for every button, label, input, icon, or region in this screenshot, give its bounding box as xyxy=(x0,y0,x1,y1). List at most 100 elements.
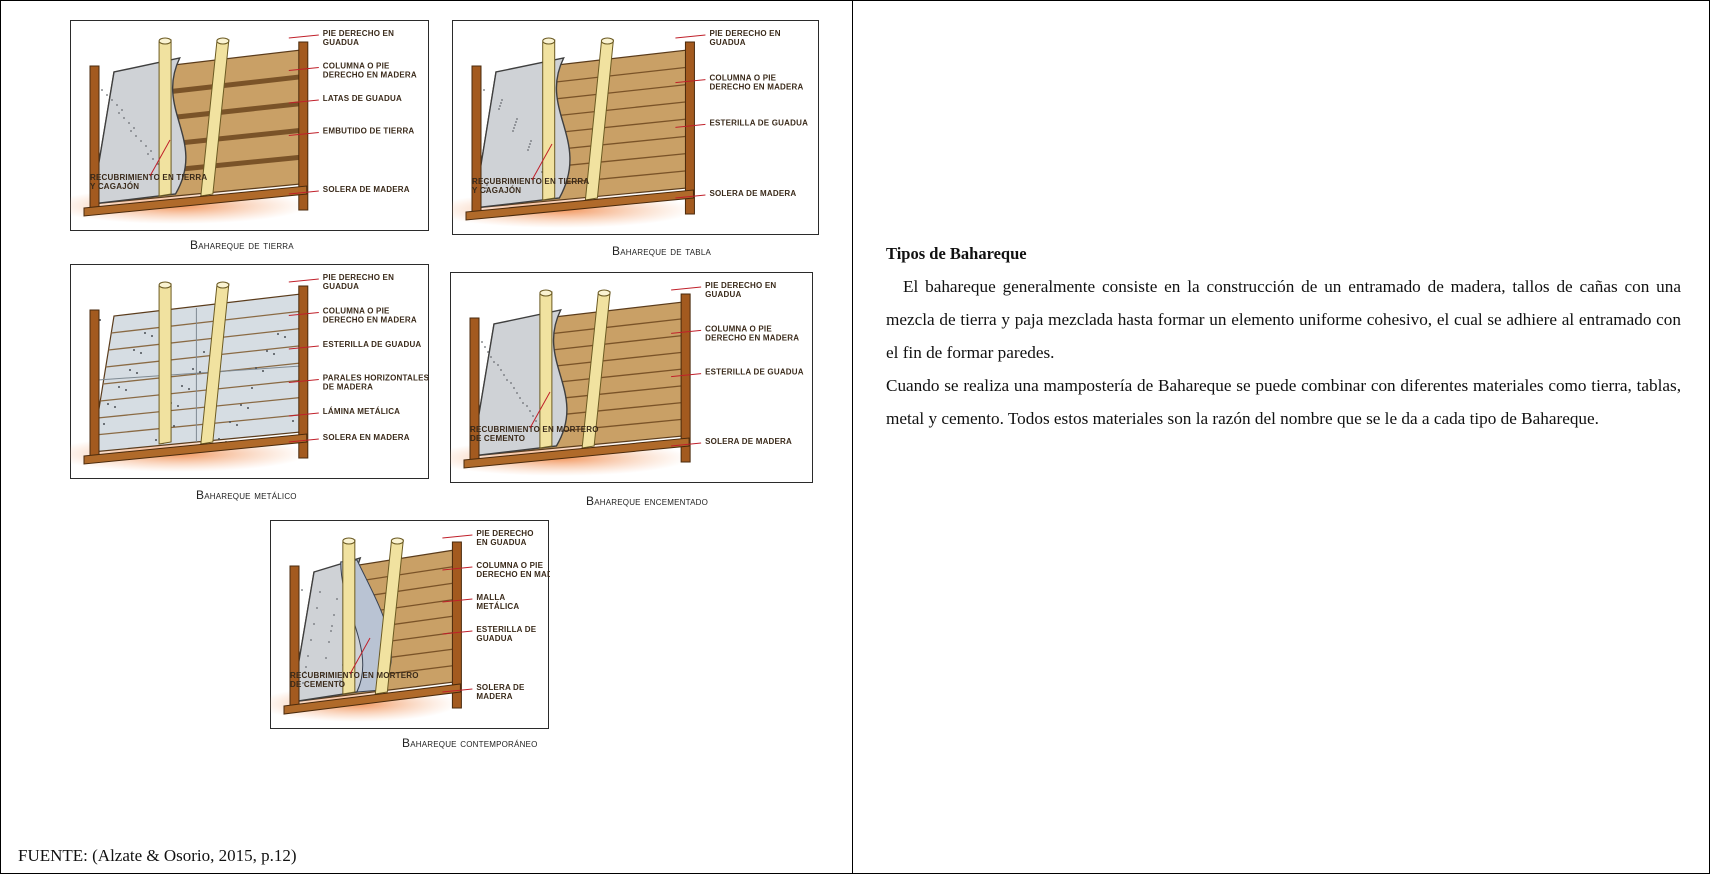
plaster-speck xyxy=(104,186,106,188)
leader-line xyxy=(529,391,551,429)
wall-slat xyxy=(97,396,301,419)
plaster-speck xyxy=(481,341,483,343)
leader-line xyxy=(288,34,319,39)
figure-caption: Bahareque contemporáneo xyxy=(402,736,538,750)
plaster-speck xyxy=(301,589,303,591)
plaster-speck xyxy=(516,118,518,120)
plaster-speck xyxy=(484,346,486,348)
rivet xyxy=(284,336,286,338)
plaster-speck xyxy=(135,135,137,137)
plaster-speck xyxy=(503,374,505,376)
plaster-speck xyxy=(336,598,338,600)
leader-line xyxy=(349,637,371,675)
plaster-speck xyxy=(152,158,154,160)
rivet xyxy=(173,425,175,427)
leader-line xyxy=(288,99,319,104)
plaster-speck xyxy=(121,109,123,111)
rivet xyxy=(199,371,201,373)
rivet xyxy=(129,369,131,371)
sill-beam xyxy=(463,437,690,469)
plaster-speck xyxy=(333,614,335,616)
bamboo-top xyxy=(216,281,230,289)
plaster-speck xyxy=(330,630,332,632)
plaster-speck xyxy=(522,402,524,404)
leader-line xyxy=(675,79,706,84)
plaster-speck xyxy=(130,130,132,132)
plaster-speck xyxy=(319,591,321,593)
plaster-speck xyxy=(157,163,159,165)
plaster-speck xyxy=(310,639,312,641)
wall-slat xyxy=(105,345,301,368)
callout-label: EMBUTIDO DE TIERRA xyxy=(323,127,415,136)
section-heading: Tipos de Bahareque xyxy=(886,244,1027,263)
plaster-speck xyxy=(513,387,515,389)
callout-label: LATAS DE GUADUA xyxy=(323,94,402,103)
leader-line xyxy=(288,379,319,383)
plaster-speck xyxy=(497,364,499,366)
bamboo-top xyxy=(390,537,404,545)
plaster-speck xyxy=(493,361,495,363)
plaster-speck xyxy=(133,127,135,129)
rivet xyxy=(188,388,190,390)
plaster-speck xyxy=(532,415,534,417)
sill-beam xyxy=(83,433,308,465)
plaster-speck xyxy=(118,112,120,114)
rivet xyxy=(133,349,135,351)
plaster-speck xyxy=(512,130,514,132)
plaster-speck xyxy=(339,680,341,682)
plaster-speck xyxy=(313,623,315,625)
plaster-speck xyxy=(516,392,518,394)
wood-post xyxy=(680,293,691,463)
leader-line xyxy=(288,345,319,350)
wall-slat xyxy=(100,379,301,402)
leader-line xyxy=(671,373,702,378)
rivet xyxy=(118,386,120,388)
bamboo-top xyxy=(539,289,553,297)
rivet xyxy=(251,387,253,389)
callout-label: ESTERILLA DE GUADUA xyxy=(709,118,808,127)
plaster-speck xyxy=(499,105,501,107)
plaster-speck xyxy=(514,124,516,126)
plaster-speck xyxy=(526,405,528,407)
bamboo-top xyxy=(542,37,556,45)
plaster-speck xyxy=(535,420,537,422)
leader-line xyxy=(288,278,319,283)
leader-line xyxy=(288,438,319,443)
rivet xyxy=(240,404,242,406)
leader-line xyxy=(675,123,706,128)
rivet xyxy=(218,438,220,440)
sill-beam xyxy=(283,683,461,715)
plaster-speck xyxy=(484,190,486,192)
leader-line xyxy=(671,286,702,291)
bamboo-pole xyxy=(158,283,172,445)
rivet xyxy=(114,406,116,408)
rivet xyxy=(177,405,179,407)
figure-caption: Bahareque encementado xyxy=(586,494,709,508)
plaster-speck xyxy=(325,657,327,659)
bamboo-pole xyxy=(542,39,556,201)
rivet xyxy=(247,407,249,409)
plaster-speck xyxy=(147,153,149,155)
callout-label: ESTERILLA DE GUADUA xyxy=(323,340,422,349)
leader-line xyxy=(675,34,706,39)
rivet xyxy=(181,385,183,387)
rivet xyxy=(266,350,268,352)
wall-slat xyxy=(108,327,301,351)
